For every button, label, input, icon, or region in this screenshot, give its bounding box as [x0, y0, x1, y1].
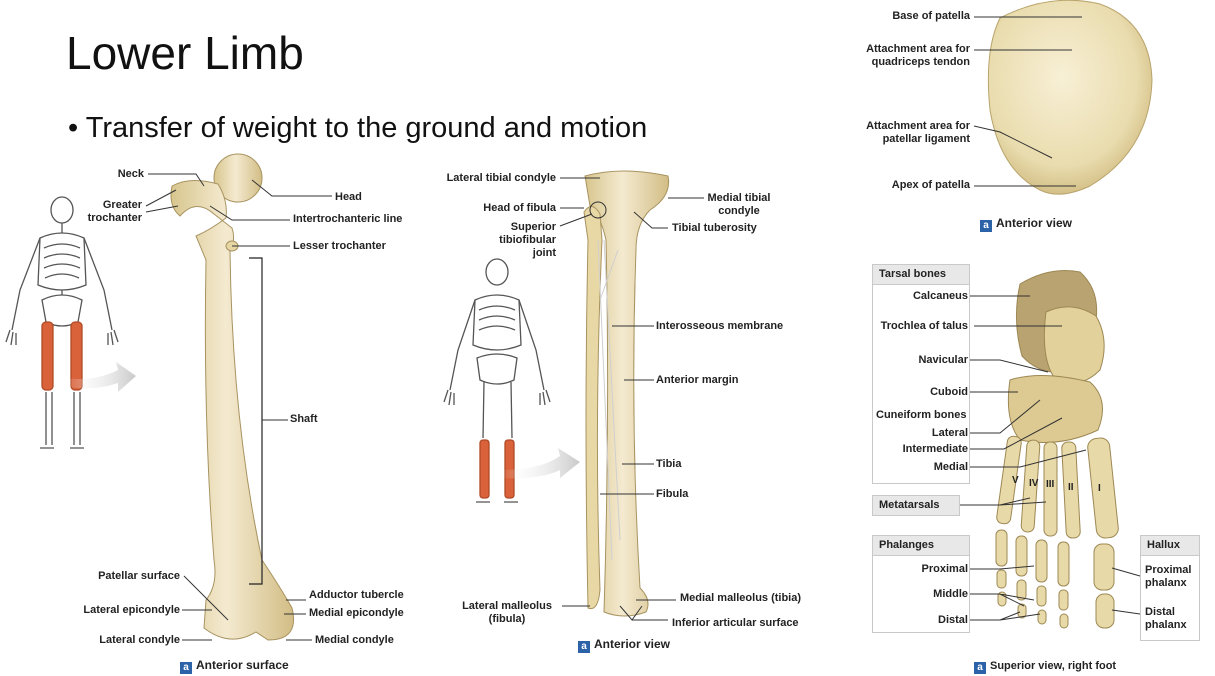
label-tibia: Tibia — [656, 458, 682, 470]
slide-bullet: • Transfer of weight to the ground and m… — [68, 112, 648, 144]
numeral-iv: IV — [1029, 478, 1039, 489]
numeral-iii: III — [1046, 479, 1055, 490]
caption-badge: a — [974, 662, 986, 674]
leader-lines — [145, 16, 1141, 641]
label-quadriceps-attachment: Attachment area for quadriceps tendon — [866, 43, 970, 68]
caption-text: Superior view, right foot — [990, 660, 1117, 672]
label-base-of-patella: Base of patella — [892, 10, 970, 22]
label-fibula: Fibula — [656, 488, 689, 500]
tibia-fibula-bones — [583, 170, 670, 617]
bullet-text: Transfer of weight to the ground and mot… — [85, 112, 648, 144]
caption-badge: a — [980, 220, 992, 232]
caption-badge: a — [578, 641, 590, 653]
label-inferior-articular-surface: Inferior articular surface — [672, 617, 799, 629]
pointer-arrow-2 — [500, 448, 580, 479]
label-apex-of-patella: Apex of patella — [891, 179, 970, 191]
label-lateral-epicondyle: Lateral epicondyle — [83, 604, 180, 616]
caption-text: Anterior surface — [196, 658, 289, 672]
label-lateral-condyle: Lateral condyle — [99, 634, 180, 646]
label-medial-tibial-condyle: Medial tibial condyle — [707, 192, 771, 217]
label-interosseous-membrane: Interosseous membrane — [656, 320, 784, 332]
label-head-of-fibula: Head of fibula — [483, 202, 556, 214]
label-phalanx-distal: Distal — [938, 614, 968, 626]
label-lateral-tibial-condyle: Lateral tibial condyle — [446, 172, 556, 184]
phalanges-header: Phalanges — [872, 535, 970, 556]
label-calcaneus: Calcaneus — [912, 290, 968, 302]
label-lateral-malleolus: Lateral malleolus (fibula) — [462, 600, 552, 625]
patella-bone — [987, 0, 1153, 195]
label-intertrochanteric-line: Intertrochanteric line — [293, 213, 403, 225]
metatarsals-header: Metatarsals — [872, 495, 960, 516]
label-trochlea-of-talus: Trochlea of talus — [880, 320, 968, 332]
label-medial-malleolus: Medial malleolus (tibia) — [680, 592, 802, 604]
caption-text: Anterior view — [996, 216, 1073, 230]
label-anterior-margin: Anterior margin — [656, 374, 739, 386]
label-navicular: Navicular — [918, 354, 968, 366]
pointer-arrow — [62, 362, 136, 392]
hallux-header: Hallux — [1140, 535, 1200, 556]
femur-bone — [170, 153, 294, 641]
numeral-ii: II — [1068, 482, 1074, 493]
label-shaft: Shaft — [290, 413, 318, 425]
femur-caption: a Anterior surface — [180, 658, 289, 674]
label-tibial-tuberosity: Tibial tuberosity — [672, 222, 757, 234]
caption-text: Anterior view — [594, 637, 671, 651]
tarsal-box — [872, 264, 970, 484]
label-medial-epicondyle: Medial epicondyle — [309, 607, 404, 619]
numeral-i: I — [1098, 483, 1101, 494]
slide-title: Lower Limb — [66, 27, 304, 79]
label-cuneiform-intermediate: Intermediate — [902, 443, 968, 455]
label-superior-tibiofibular-joint: Superior tibiofibular joint — [499, 221, 556, 259]
label-hallux-distal: Distal phalanx — [1145, 606, 1187, 631]
foot-bones — [995, 270, 1119, 629]
label-adductor-tubercle: Adductor tubercle — [309, 589, 404, 601]
label-cuneiform-lateral: Lateral — [931, 427, 968, 439]
label-phalanx-proximal: Proximal — [921, 563, 968, 575]
label-femur-head: Head — [335, 191, 362, 203]
skeleton-figure-femur — [5, 196, 119, 449]
foot-caption: a Superior view, right foot — [974, 660, 1116, 674]
label-greater-trochanter: Greater trochanter — [87, 199, 142, 224]
skeleton-figure-leg — [443, 258, 551, 503]
numeral-v: V — [1012, 475, 1019, 486]
label-cuneiform-bones: Cuneiform bones — [876, 409, 967, 421]
label-ligament-attachment: Attachment area for patellar ligament — [866, 120, 970, 145]
label-cuboid: Cuboid — [930, 386, 968, 398]
label-medial-condyle: Medial condyle — [315, 634, 394, 646]
label-patellar-surface: Patellar surface — [98, 570, 180, 582]
label-phalanx-middle: Middle — [933, 588, 968, 600]
caption-badge: a — [180, 662, 192, 674]
shaft-bracket — [249, 257, 263, 585]
tibia-caption: a Anterior view — [578, 637, 670, 653]
label-lesser-trochanter: Lesser trochanter — [293, 240, 386, 252]
patella-caption: a Anterior view — [980, 216, 1072, 232]
label-hallux-proximal: Proximal phalanx — [1145, 564, 1192, 589]
label-cuneiform-medial: Medial — [933, 461, 968, 473]
label-neck: Neck — [117, 168, 144, 180]
tarsal-header: Tarsal bones — [872, 264, 970, 285]
